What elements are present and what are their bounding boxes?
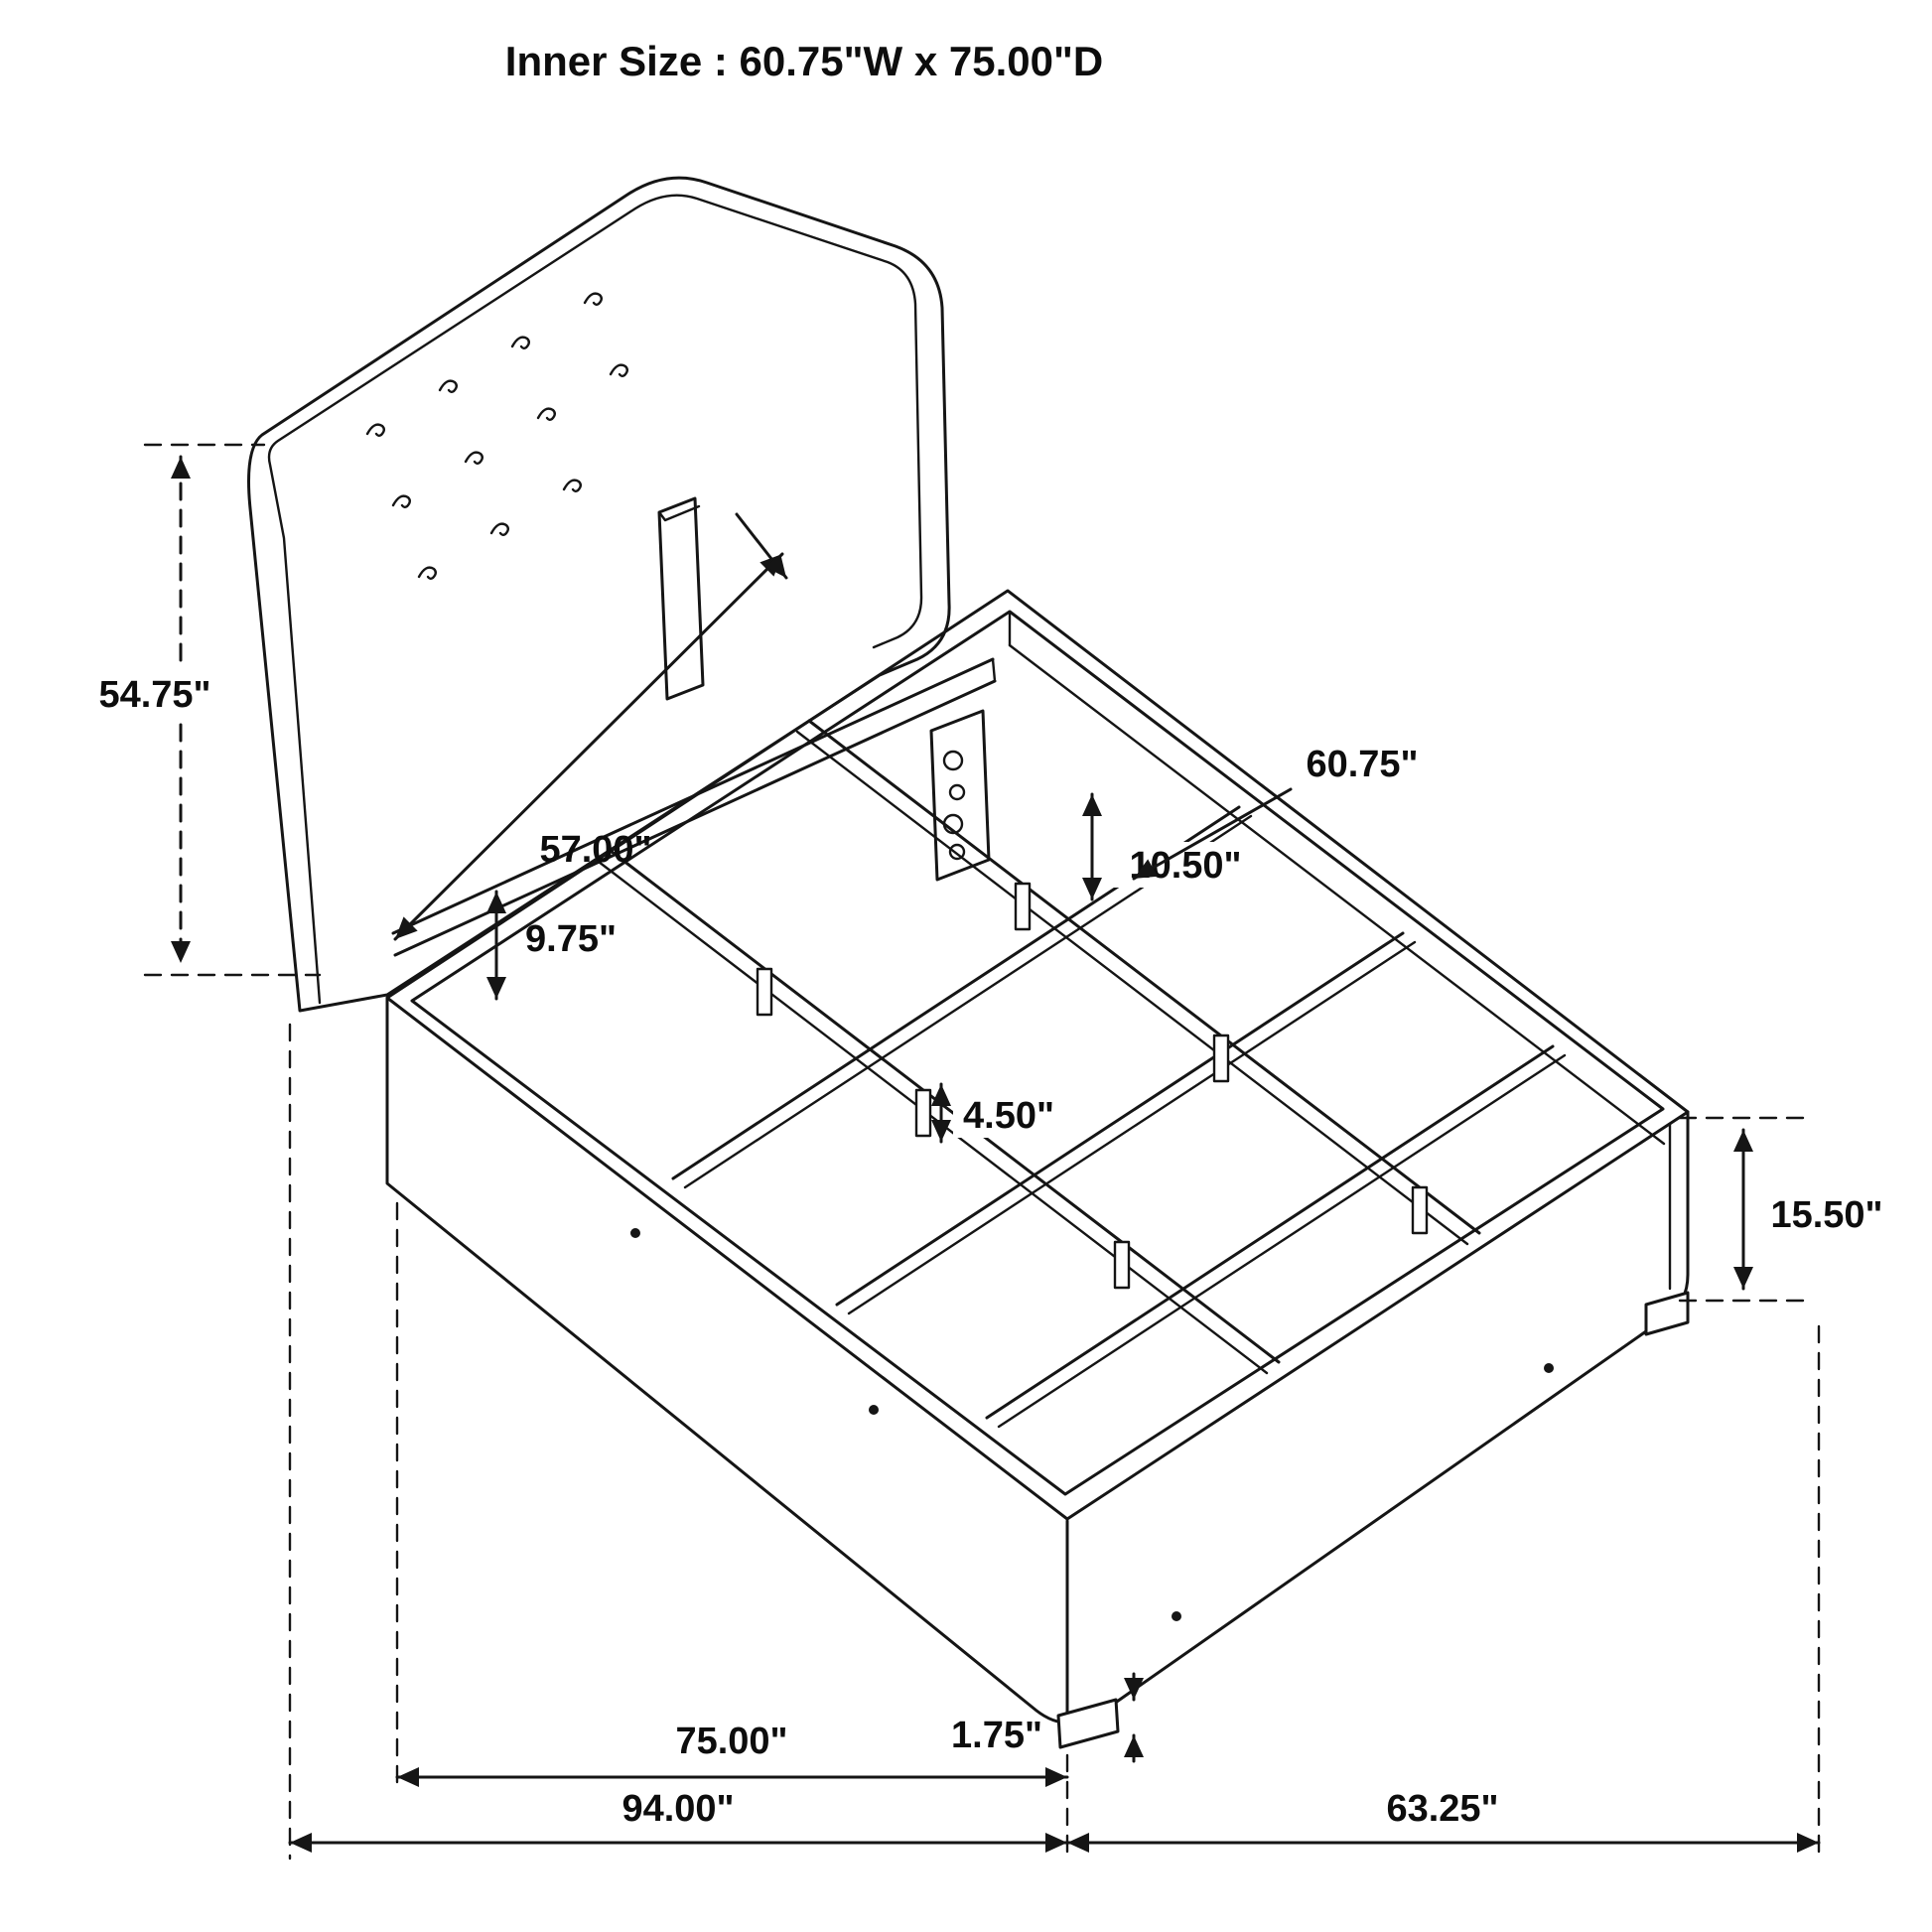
support-leg: [756, 967, 773, 1017]
bracket-hole: [942, 750, 964, 771]
support-legs: [756, 882, 1429, 1290]
support-leg: [1411, 1185, 1429, 1235]
fastener-dot: [1544, 1363, 1554, 1373]
dim-slat-length-label: 60.75": [1306, 744, 1418, 785]
dim-inner-depth: 75.00": [395, 1721, 1069, 1787]
support-leg: [1113, 1240, 1131, 1290]
dim-slat-length: 60.75": [1132, 744, 1419, 881]
dim-inner-depth-label: 75.00": [675, 1721, 787, 1762]
center-rail-edge: [795, 730, 1469, 1246]
slat: [985, 1044, 1555, 1420]
dim-headboard-inner-width: 57.00": [393, 512, 788, 941]
dim-headboard-height-label: 54.75": [98, 674, 210, 716]
label-backing: [89, 669, 220, 717]
fastener-dot: [869, 1405, 879, 1415]
page-title: Inner Size : 60.75"W x 75.00"D: [505, 38, 1103, 84]
dim-headboard-height: 54.75": [89, 443, 322, 977]
dim-overall-depth: 94.00": [288, 1788, 1069, 1853]
mount-bracket: [929, 709, 991, 882]
leader-arrow: [735, 512, 788, 580]
slat-edge: [847, 940, 1417, 1315]
dim-support-leg-height: 4.50": [931, 1082, 1064, 1144]
bracket-hole: [948, 843, 966, 861]
label-backing: [1753, 1189, 1902, 1237]
dim-overall-depth-label: 94.00": [621, 1788, 734, 1830]
mount-post-top-edge: [657, 504, 701, 522]
dim-platform-height-label: 15.50": [1770, 1194, 1882, 1236]
label-backing: [953, 1092, 1064, 1138]
dimension-line: [393, 552, 784, 941]
headboard-border: [267, 194, 923, 1005]
dim-foot-height: 1.75": [951, 1672, 1144, 1763]
slat-edge: [997, 1053, 1567, 1429]
frame-outer-faces: [385, 996, 1690, 1725]
dim-side-rail-height-label: 10.50": [1129, 845, 1241, 887]
dim-foot-height-label: 1.75": [951, 1715, 1042, 1756]
dim-rail-clearance: 9.75": [486, 890, 617, 1001]
leader-arrow: [1132, 787, 1293, 881]
mount-rail-end-cap: [991, 657, 997, 683]
bracket-hole: [948, 783, 966, 801]
slat: [835, 931, 1405, 1307]
dim-overall-width: 63.25": [1065, 1788, 1821, 1853]
dim-overall-width-label: 63.25": [1386, 1788, 1498, 1830]
bed-foot-right: [1644, 1291, 1690, 1336]
dim-platform-height: 15.50": [1678, 1116, 1902, 1303]
support-leg: [1212, 1034, 1230, 1083]
fastener-dot: [1172, 1611, 1181, 1621]
support-leg: [914, 1088, 932, 1138]
dim-headboard-inner-width-label: 57.00": [539, 829, 651, 871]
headboard: [247, 176, 997, 1013]
fastener-dot: [630, 1228, 640, 1238]
center-rail: [807, 719, 1481, 1235]
support-leg: [1014, 882, 1032, 931]
dim-support-leg-height-label: 4.50": [963, 1095, 1054, 1137]
bed-foot-front: [1056, 1698, 1120, 1749]
dim-rail-clearance-label: 9.75": [525, 918, 617, 960]
